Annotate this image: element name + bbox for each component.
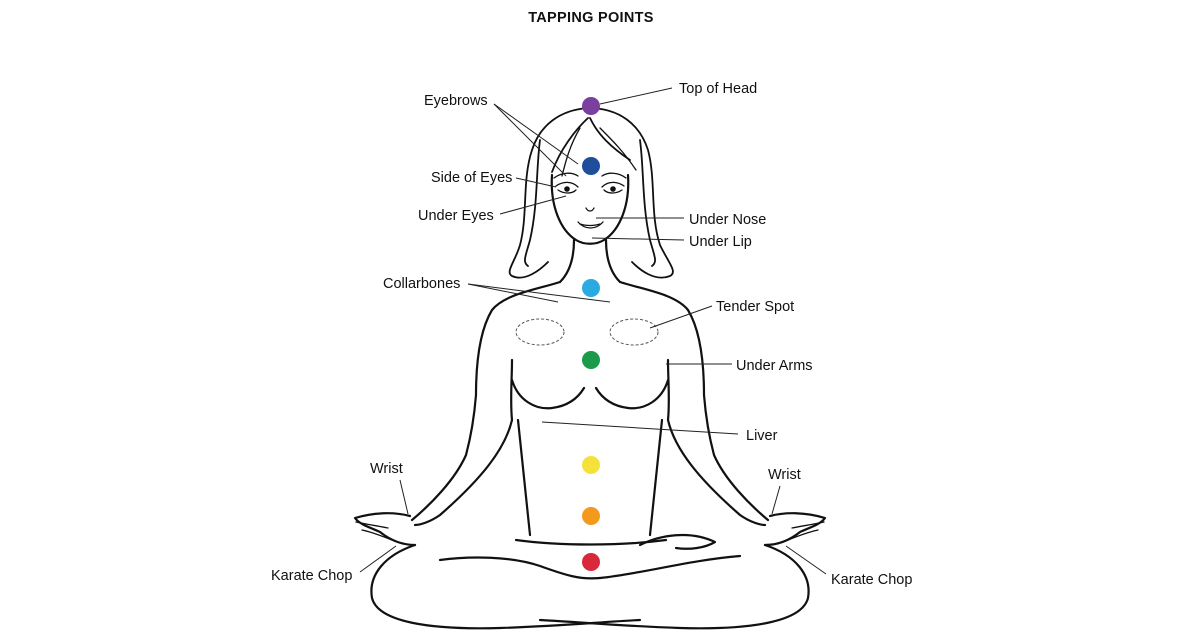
label-eyebrows: Eyebrows <box>424 93 488 109</box>
label-under-lip: Under Lip <box>689 234 752 250</box>
leader-lines <box>359 87 827 575</box>
point-labels: Top of Head Eyebrows Side of Eyes Under … <box>271 81 912 588</box>
label-wrist-left: Wrist <box>370 461 403 477</box>
crown-point <box>582 97 600 115</box>
label-karate-chop-left: Karate Chop <box>271 568 352 584</box>
label-under-nose: Under Nose <box>689 212 766 228</box>
root-point <box>582 553 600 571</box>
heart-point <box>582 351 600 369</box>
label-karate-chop-right: Karate Chop <box>831 572 912 588</box>
third-eye-point <box>582 157 600 175</box>
label-liver: Liver <box>746 428 778 444</box>
solar-plexus-point <box>582 456 600 474</box>
throat-point <box>582 279 600 297</box>
label-under-eyes: Under Eyes <box>418 208 494 224</box>
label-collarbones: Collarbones <box>383 276 460 292</box>
label-tender-spot: Tender Spot <box>716 299 794 315</box>
figure-illustration <box>353 107 827 630</box>
label-wrist-right: Wrist <box>768 467 801 483</box>
label-under-arms: Under Arms <box>736 358 813 374</box>
label-top-of-head: Top of Head <box>679 81 757 97</box>
diagram-title: TAPPING POINTS <box>528 10 654 26</box>
sacral-point <box>582 507 600 525</box>
chakra-points <box>582 97 600 571</box>
label-side-of-eyes: Side of Eyes <box>431 170 512 186</box>
